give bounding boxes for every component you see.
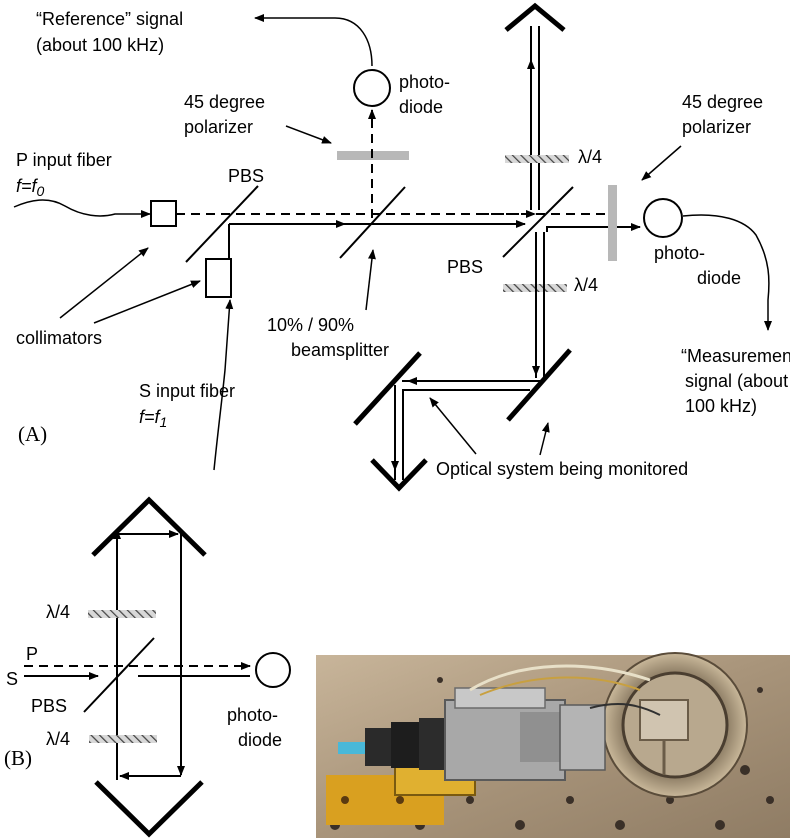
s-freq-label: f=f1 [139,407,167,430]
b-lambda-top-label: λ/4 [46,602,70,622]
b-pbs-label: PBS [31,696,67,716]
polarizer-right [608,185,617,261]
b-p-label: P [26,644,38,664]
collimator-s [205,258,232,298]
reference-signal-label-1: “Reference” signal [36,9,183,29]
beamsplitter-pointer [365,249,376,311]
b-photodiode-label-1: photo- [227,705,278,725]
b-s-label: S [6,669,18,689]
pbs-left-label: PBS [228,166,264,186]
polarizer-right-pointer [641,145,682,181]
b-lambda-bottom-label: λ/4 [46,729,70,749]
pbs-center-label: PBS [447,257,483,277]
b-photodiode [255,652,291,688]
b-photodiode-label-2: diode [238,730,282,750]
beamsplitter-label-1: 10% / 90% [267,315,354,335]
photodiode-right-label-2: diode [697,268,741,288]
polarizer-right-label-1: 45 degree [682,92,763,112]
lambda-bottom-label: λ/4 [574,275,598,295]
panel-b: λ/4 λ/4 PBS P S photo- diode (B) [4,496,291,838]
b-bottom-retro-mirror [94,780,204,838]
photodiode-right [643,198,683,238]
polarizer-left-pointer [285,125,332,144]
photodiode-right-label-1: photo- [654,243,705,263]
reference-signal-wire [254,14,373,67]
panel-a-label: (A) [18,422,47,446]
optical-assembly-photo [316,652,790,838]
collimator-p [150,200,177,227]
pbs-center [502,186,574,258]
photodiode-top-label-1: photo- [399,72,450,92]
collimators-label: collimators [16,328,102,348]
optical-system-pointer-2 [539,422,550,456]
b-pbs [83,637,155,713]
collimators-pointer-2 [93,280,201,324]
panel-b-label: (B) [4,746,32,770]
quarter-waveplate-top [505,155,569,163]
bottom-retro-mirror [370,458,428,492]
p-input-fiber [13,199,151,218]
photodiode-top-label-2: diode [399,97,443,117]
p-freq-label: f=f0 [16,176,45,199]
b-quarter-waveplate-top [88,610,156,618]
beamsplitter-label-2: beamsplitter [291,340,389,360]
measurement-signal-label-1: “Measurement” [681,346,790,366]
polarizer-left-label-1: 45 degree [184,92,265,112]
beamsplitter-10-90 [339,186,406,259]
photodiode-top [353,69,391,107]
optical-system-pointer-1 [429,397,477,455]
s-input-fiber-label: S input fiber [139,381,235,401]
polarizer-left-label-2: polarizer [184,117,253,137]
polarizer-right-label-2: polarizer [682,117,751,137]
b-quarter-waveplate-bottom [89,735,157,743]
collimators-pointer-1 [59,247,149,319]
p-input-fiber-label: P input fiber [16,150,112,170]
measurement-signal-label-2: signal (about [685,371,788,391]
mirror-lower-left [353,351,422,426]
measurement-beam [546,223,641,232]
s-input-fiber [213,299,234,471]
b-top-retro-mirror [91,496,207,557]
lambda-top-label: λ/4 [578,147,602,167]
top-retro-mirror [504,2,566,32]
measurement-signal-wire [682,214,772,331]
pbs-left [185,185,259,263]
panel-a: “Reference” signal (about 100 kHz) photo… [13,2,790,492]
measurement-signal-label-3: 100 kHz) [685,396,757,416]
optical-system-label: Optical system being monitored [436,459,688,479]
mirror-lower-right [506,348,572,422]
reference-signal-label-2: (about 100 kHz) [36,35,164,55]
